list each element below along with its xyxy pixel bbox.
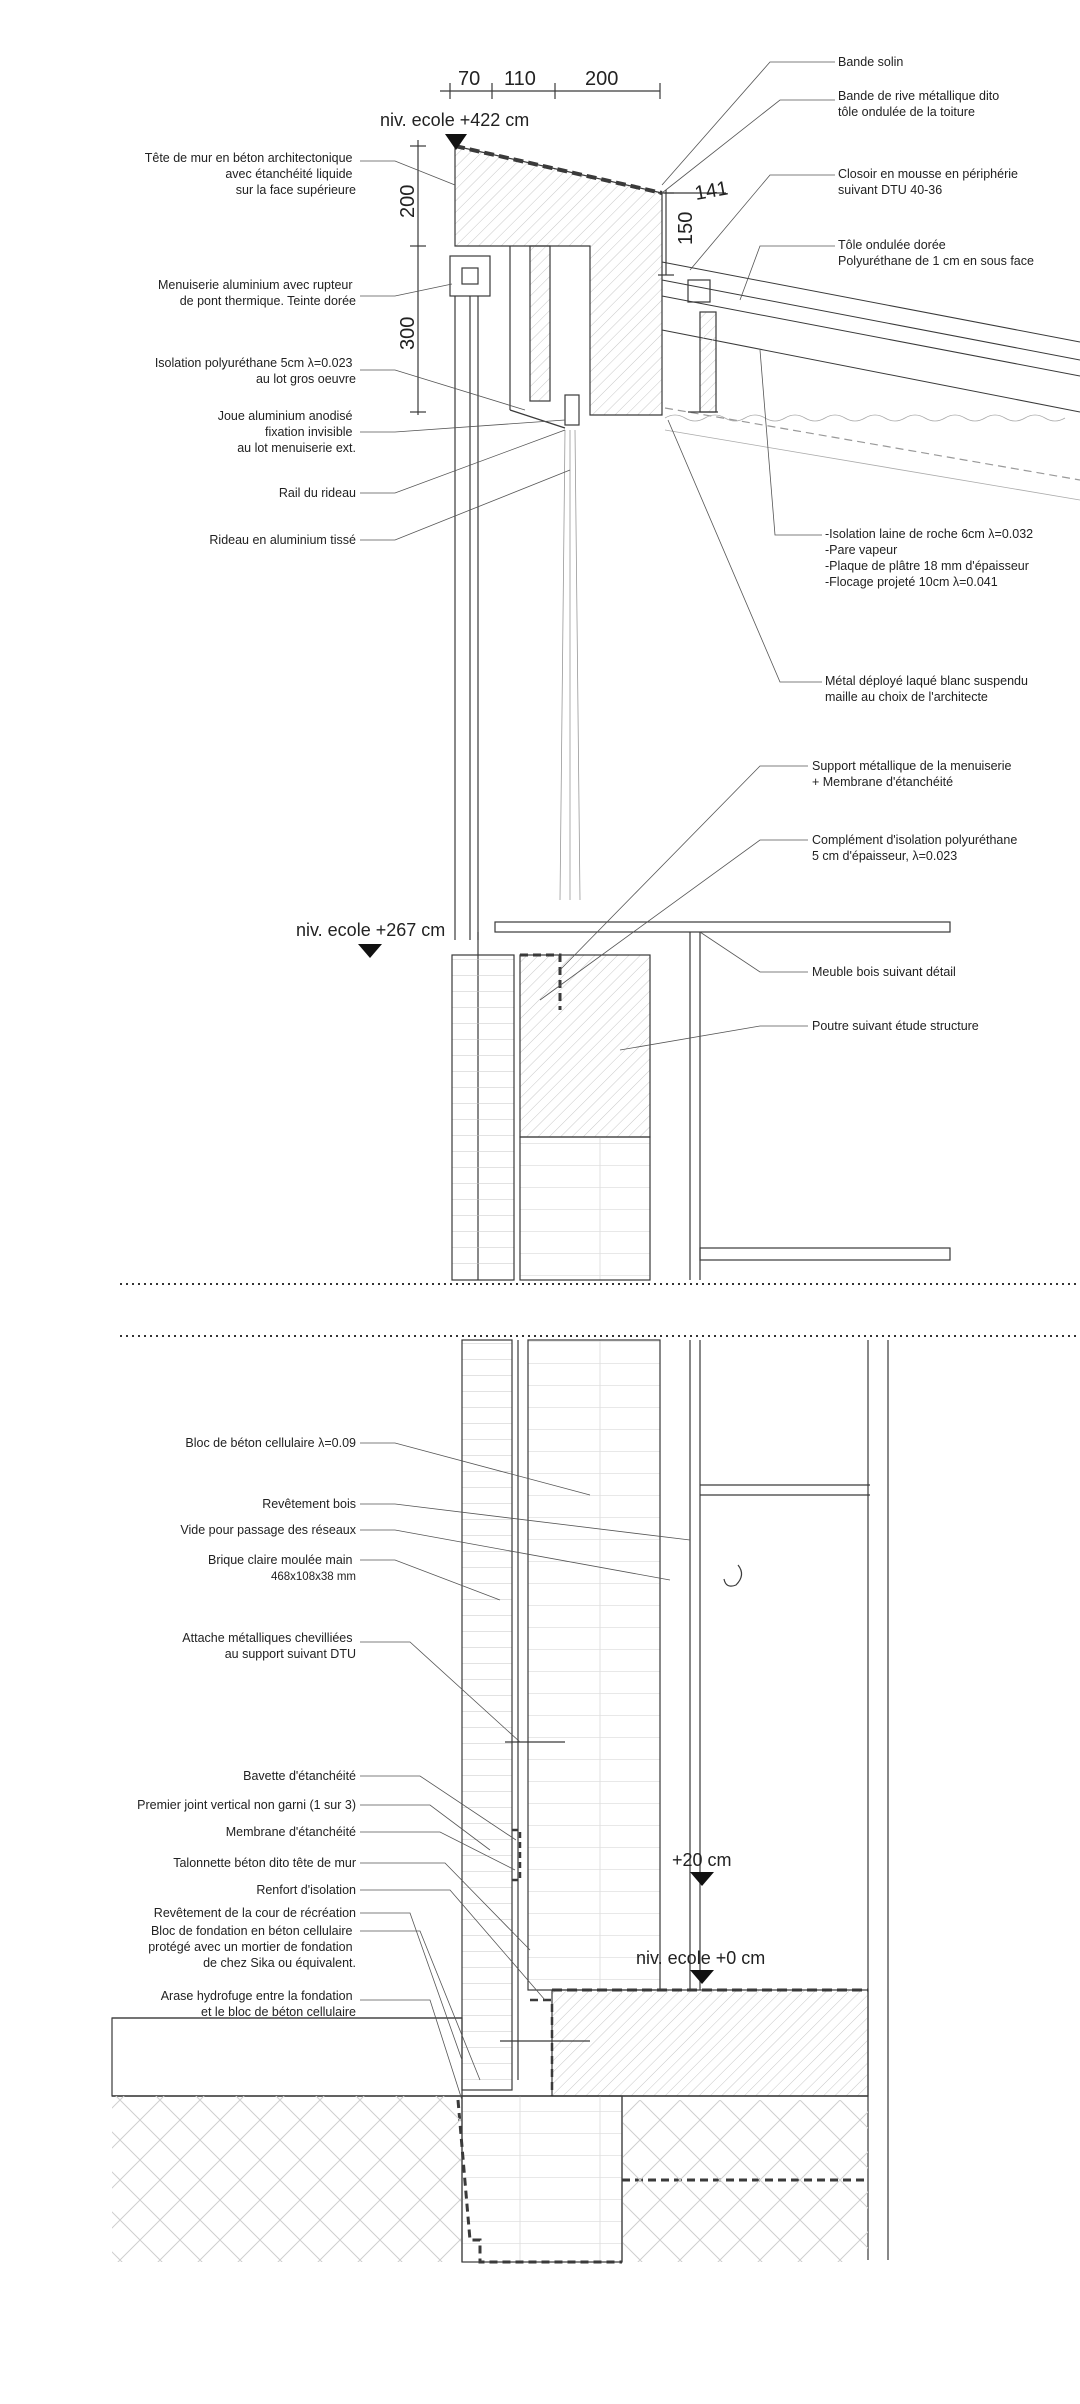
dim-110: 110 xyxy=(504,68,536,90)
note-renfort: Renfort d'isolation xyxy=(256,1883,356,1897)
right-annotations: Bande solin Bande de rive métallique dit… xyxy=(812,55,1037,1033)
note-bloc-beton: Bloc de béton cellulaire λ=0.09 xyxy=(185,1436,356,1450)
level-mid-label: niv. ecole +267 cm xyxy=(296,920,445,940)
note-tole: Tôle ondulée dorée Polyuréthane de 1 cm … xyxy=(838,238,1034,268)
note-talonnette: Talonnette béton dito tête de mur xyxy=(173,1856,356,1870)
note-rideau: Rideau en aluminium tissé xyxy=(209,533,356,547)
note-bloc-fondation: Bloc de fondation en béton cellulaire pr… xyxy=(148,1924,356,1970)
level-marker-plus20-icon xyxy=(690,1872,714,1886)
note-closoir: Closoir en mousse en périphérie suivant … xyxy=(838,167,1021,197)
note-bande-rive: Bande de rive métallique dito tôle ondul… xyxy=(838,89,1003,119)
level-zero-label: niv. ecole +0 cm xyxy=(636,1948,765,1968)
note-rail: Rail du rideau xyxy=(279,486,356,500)
note-attache: Attache métalliques chevilliées au suppo… xyxy=(182,1631,356,1661)
note-premier-joint: Premier joint vertical non garni (1 sur … xyxy=(137,1798,356,1812)
note-membrane: Membrane d'étanchéité xyxy=(226,1825,356,1839)
note-isolation-laine: -Isolation laine de roche 6cm λ=0.032 -P… xyxy=(825,527,1037,589)
note-menuiserie: Menuiserie aluminium avec rupteur de pon… xyxy=(158,278,356,308)
leader-lines xyxy=(360,61,835,2101)
dim-141-right: 141 xyxy=(693,177,730,204)
upper-detail xyxy=(410,83,1080,1281)
lower-detail xyxy=(111,1339,889,2264)
level-markers xyxy=(358,134,714,1984)
level-plus20-label: +20 cm xyxy=(672,1850,732,1870)
note-revetement-bois: Revêtement bois xyxy=(262,1497,356,1511)
left-annotations: Tête de mur en béton architectonique ave… xyxy=(137,151,357,2019)
level-marker-mid-icon xyxy=(358,944,382,958)
dim-150-right: 150 xyxy=(675,212,697,245)
note-bavette: Bavette d'étanchéité xyxy=(243,1769,356,1783)
dim-70: 70 xyxy=(458,68,480,90)
level-marker-zero-icon xyxy=(690,1970,714,1984)
note-revetement-cour: Revêtement de la cour de récréation xyxy=(154,1906,356,1920)
level-marker-top-icon xyxy=(445,134,467,150)
note-tete-mur: Tête de mur en béton architectonique ave… xyxy=(145,151,356,197)
note-bande-solin: Bande solin xyxy=(838,55,903,69)
note-meuble: Meuble bois suivant détail xyxy=(812,965,956,979)
note-joue: Joue aluminium anodisé fixation invisibl… xyxy=(218,409,356,455)
note-support-metal: Support métallique de la menuiserie + Me… xyxy=(812,759,1015,789)
level-top-label: niv. ecole +422 cm xyxy=(380,110,529,130)
dim-300-left: 300 xyxy=(397,317,419,350)
note-arase: Arase hydrofuge entre la fondation et le… xyxy=(161,1989,356,2019)
note-metal-deploye: Métal déployé laqué blanc suspendu maill… xyxy=(825,674,1031,704)
dim-200-top: 200 xyxy=(585,68,618,90)
note-poutre: Poutre suivant étude structure xyxy=(812,1019,979,1033)
dim-200-left: 200 xyxy=(397,185,419,218)
note-isolation-poly: Isolation polyuréthane 5cm λ=0.023 au lo… xyxy=(155,356,356,386)
level-labels: niv. ecole +422 cm niv. ecole +267 cm +2… xyxy=(296,110,765,1968)
note-brique: Brique claire moulée main 468x108x38 mm xyxy=(208,1553,356,1583)
note-complement: Complément d'isolation polyuréthane 5 cm… xyxy=(812,833,1021,863)
note-vide: Vide pour passage des réseaux xyxy=(180,1523,356,1537)
